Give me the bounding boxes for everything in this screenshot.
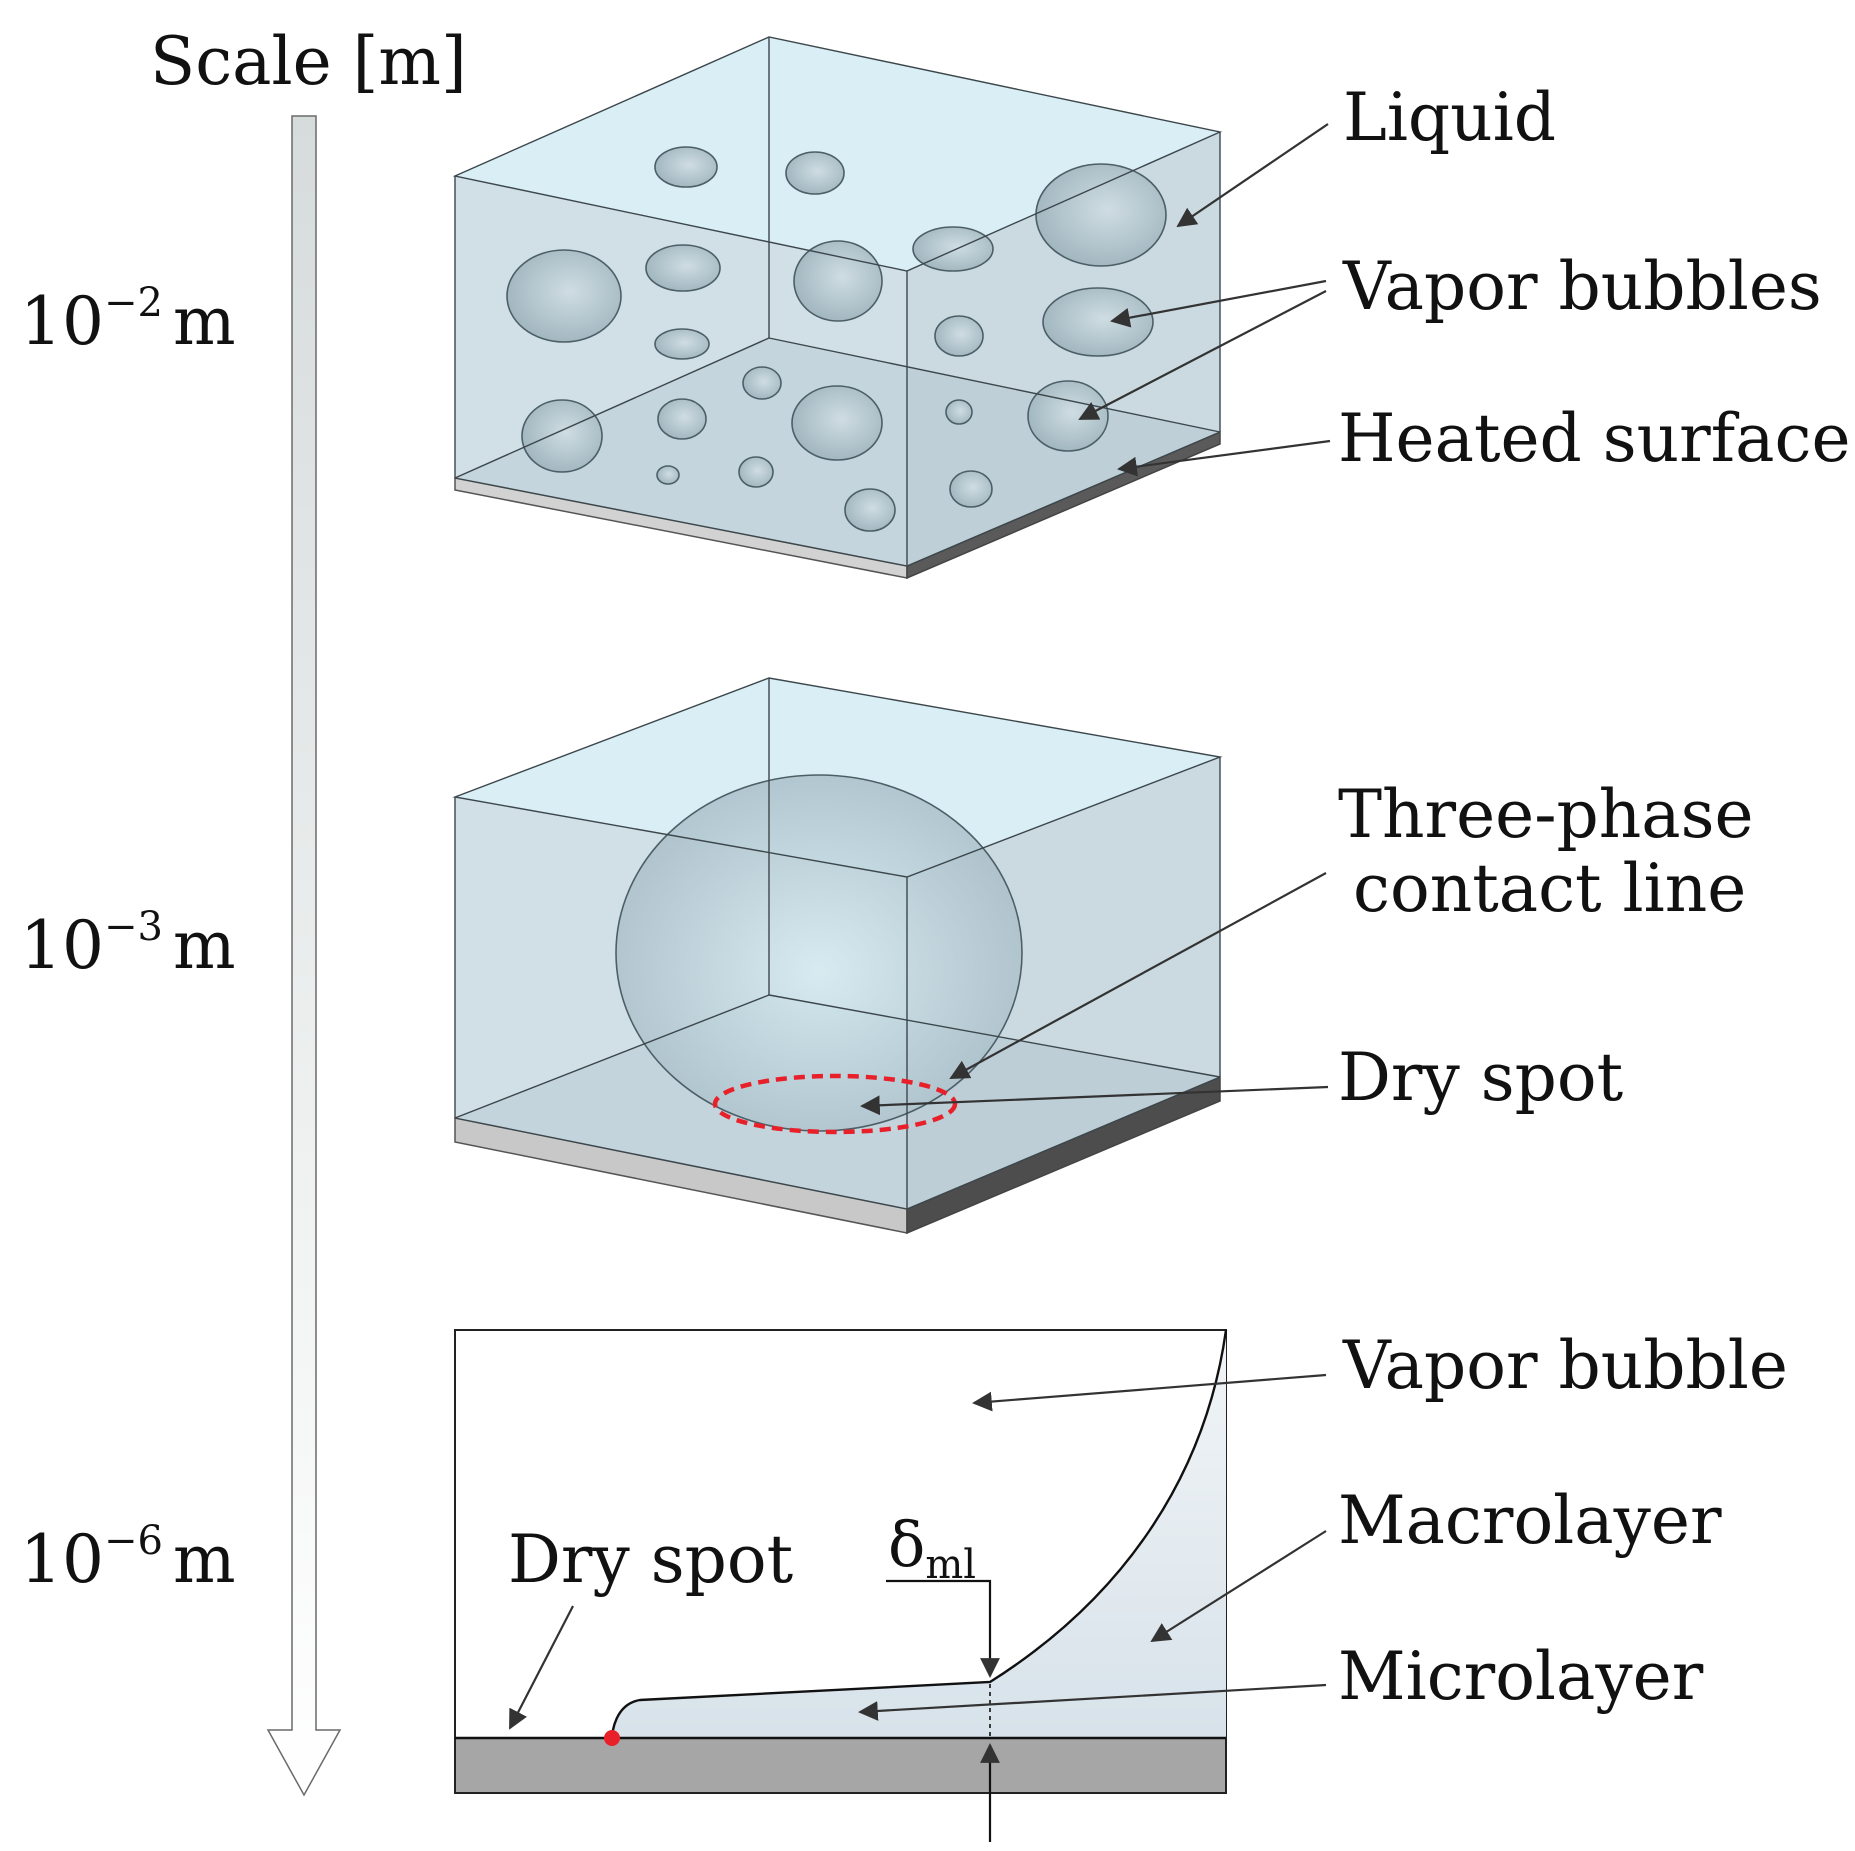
vapor-bubble xyxy=(1035,163,1167,267)
microlayer-arrow xyxy=(858,1683,1327,1721)
vapor-bubble xyxy=(645,244,721,292)
vapor-bubble-large xyxy=(615,774,1023,1132)
scale-level-3-unit: m xyxy=(173,1521,236,1598)
vapor-bubble xyxy=(654,328,710,360)
vapor-bubble xyxy=(949,470,993,508)
delta-ml-label: δml xyxy=(888,1508,976,1588)
box-3-microlayer-section: δml xyxy=(454,1329,1228,1842)
vapor-bubble xyxy=(742,366,782,400)
vapor-bubble xyxy=(791,385,883,461)
vapor-bubbles-group xyxy=(506,146,1167,532)
label-macrolayer: Macrolayer xyxy=(1338,1482,1722,1559)
liquid-vapor-interface xyxy=(610,1329,1228,1739)
liquid-region xyxy=(612,1330,1226,1738)
label-liquid: Liquid xyxy=(1343,79,1556,156)
scale-level-2-unit: m xyxy=(173,907,236,984)
three-phase-arrow xyxy=(949,872,1327,1079)
dry-spot-arrow xyxy=(860,1085,1329,1116)
vapor-bubble xyxy=(912,226,994,272)
heated-wall xyxy=(454,1737,1227,1794)
vapor-bubble xyxy=(656,465,680,485)
box-2-single-bubble xyxy=(452,677,1223,1235)
scale-level-3-base: 10 xyxy=(20,1521,104,1598)
label-microlayer: Microlayer xyxy=(1338,1638,1704,1715)
scale-level-1-base: 10 xyxy=(20,283,104,360)
vapor-bubble xyxy=(657,398,707,440)
scale-level-1-exp: −2 xyxy=(104,280,163,326)
vapor-bubble xyxy=(521,399,603,473)
contact-point xyxy=(604,1730,620,1746)
scale-level-2-exp: −3 xyxy=(104,904,163,950)
scale-level-1-unit: m xyxy=(173,283,236,360)
scale-level-3-exp: −6 xyxy=(104,1518,163,1564)
vapor-bubbles-arrow-2 xyxy=(1078,290,1327,420)
label-vapor-bubbles: Vapor bubbles xyxy=(1342,248,1822,325)
scale-arrow xyxy=(266,115,342,1797)
svg-text:10−3m: 10−3m xyxy=(20,904,236,984)
label-three-phase-line-1: Three-phase xyxy=(1338,776,1754,853)
label-vapor-bubble: Vapor bubble xyxy=(1342,1327,1788,1404)
vapor-bubble xyxy=(945,399,973,425)
vapor-bubble xyxy=(1042,287,1154,357)
vapor-bubbles-arrow-1 xyxy=(1110,279,1327,328)
liquid-top xyxy=(455,37,1220,271)
vapor-bubble xyxy=(785,151,845,195)
label-dry-spot: Dry spot xyxy=(1338,1039,1623,1116)
vapor-bubble xyxy=(934,315,984,357)
heated-surface-arrow xyxy=(1117,439,1331,477)
vapor-bubble xyxy=(793,240,883,322)
vapor-bubble-arrow xyxy=(972,1373,1327,1412)
scale-title: Scale [m] xyxy=(150,23,467,100)
vapor-bubble xyxy=(654,146,718,188)
box-2-edges xyxy=(452,677,1223,1210)
leader-arrows xyxy=(509,123,1331,1730)
scale-level-2-base: 10 xyxy=(20,907,104,984)
liquid-arrow xyxy=(1176,123,1329,228)
vapor-bubble xyxy=(506,249,622,343)
macrolayer-arrow xyxy=(1150,1530,1327,1643)
three-phase-contact-line xyxy=(712,1073,958,1135)
box-1-pool-boiling xyxy=(452,36,1223,580)
label-dry-spot-micro: Dry spot xyxy=(508,1521,793,1598)
vapor-bubble xyxy=(738,456,774,488)
vapor-bubble xyxy=(1027,380,1109,452)
label-three-phase-line-2: contact line xyxy=(1353,850,1746,927)
label-heated-surface: Heated surface xyxy=(1338,400,1851,477)
box-1-edges xyxy=(452,36,1223,567)
delta-arrow-top xyxy=(886,1579,1000,1678)
svg-text:10−6m: 10−6m xyxy=(20,1518,236,1598)
vapor-bubble xyxy=(844,488,896,532)
dry-spot-micro-arrow xyxy=(509,1605,574,1730)
svg-text:10−2m: 10−2m xyxy=(20,280,236,360)
